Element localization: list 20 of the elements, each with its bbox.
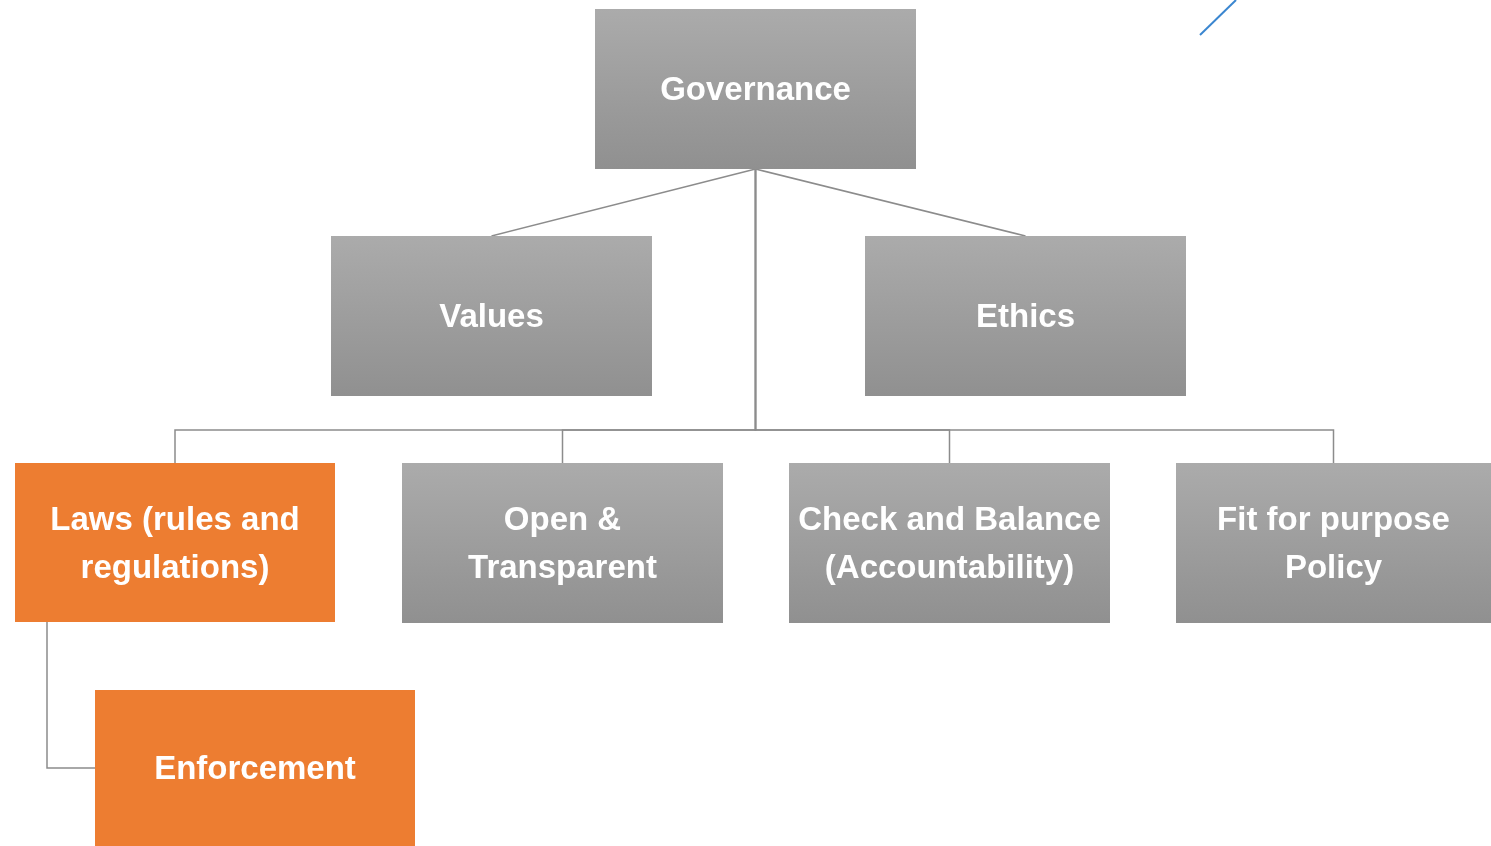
org-box <box>331 236 652 396</box>
org-box <box>15 463 335 622</box>
connector-line <box>490 168 757 237</box>
box-label: Open & Transparent <box>467 499 658 587</box>
box-label: Enforcement <box>154 748 356 789</box>
org-box <box>95 690 415 846</box>
connector-line <box>754 168 1027 237</box>
box-label: Values <box>439 296 544 337</box>
connector-line <box>46 621 96 769</box>
org-box <box>865 236 1186 396</box>
org-box <box>789 463 1110 623</box>
box-label: Governance <box>660 69 851 110</box>
org-box <box>595 9 916 169</box>
box-label: Laws (rules and regulations) <box>49 498 301 587</box>
connector-line <box>754 168 1335 464</box>
org-box <box>402 463 723 623</box>
box-label: Check and Balance (Accountability) <box>797 499 1102 587</box>
org-box <box>1176 463 1491 623</box>
box-label: Fit for purpose Policy <box>1216 499 1451 587</box>
box-label: Ethics <box>975 296 1075 337</box>
